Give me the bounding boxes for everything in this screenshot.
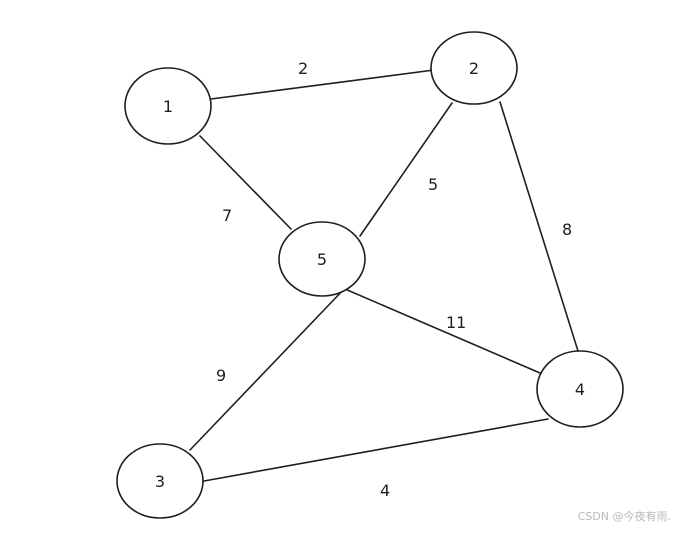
node-3-circle bbox=[116, 443, 204, 519]
edge-1-5 bbox=[199, 135, 292, 230]
node-5-circle bbox=[278, 221, 366, 297]
edge-1-2 bbox=[210, 69, 435, 100]
edges bbox=[189, 69, 579, 482]
edge-weight-2-4: 8 bbox=[562, 220, 572, 239]
node-3-label: 3 bbox=[155, 472, 165, 491]
edge-labels: 2 7 5 8 11 9 4 bbox=[216, 59, 572, 500]
node-3: 3 bbox=[116, 443, 204, 519]
edge-weight-2-5: 5 bbox=[428, 175, 438, 194]
node-4: 4 bbox=[536, 350, 624, 428]
edge-3-4 bbox=[203, 418, 549, 482]
edge-weight-3-4: 4 bbox=[380, 481, 390, 500]
node-1-circle bbox=[124, 67, 212, 145]
edge-5-4 bbox=[344, 288, 541, 374]
edge-5-3 bbox=[189, 286, 347, 451]
node-4-circle bbox=[536, 350, 624, 428]
edge-weight-1-5: 7 bbox=[222, 206, 232, 225]
node-5: 5 bbox=[278, 221, 366, 297]
node-4-label: 4 bbox=[575, 380, 585, 399]
node-2-label: 2 bbox=[469, 59, 479, 78]
node-1: 1 bbox=[124, 67, 212, 145]
edge-2-4 bbox=[499, 101, 579, 352]
edge-weight-1-2: 2 bbox=[298, 59, 308, 78]
nodes: 1 2 5 4 3 bbox=[116, 31, 624, 519]
node-1-label: 1 bbox=[163, 97, 173, 116]
edge-weight-5-3: 9 bbox=[216, 366, 226, 385]
node-2-circle bbox=[430, 31, 518, 105]
node-2: 2 bbox=[430, 31, 518, 105]
node-5-label: 5 bbox=[317, 250, 327, 269]
watermark: CSDN @今夜有雨. bbox=[577, 510, 671, 523]
edge-weight-5-4: 11 bbox=[446, 313, 466, 332]
edge-2-5 bbox=[359, 102, 453, 237]
